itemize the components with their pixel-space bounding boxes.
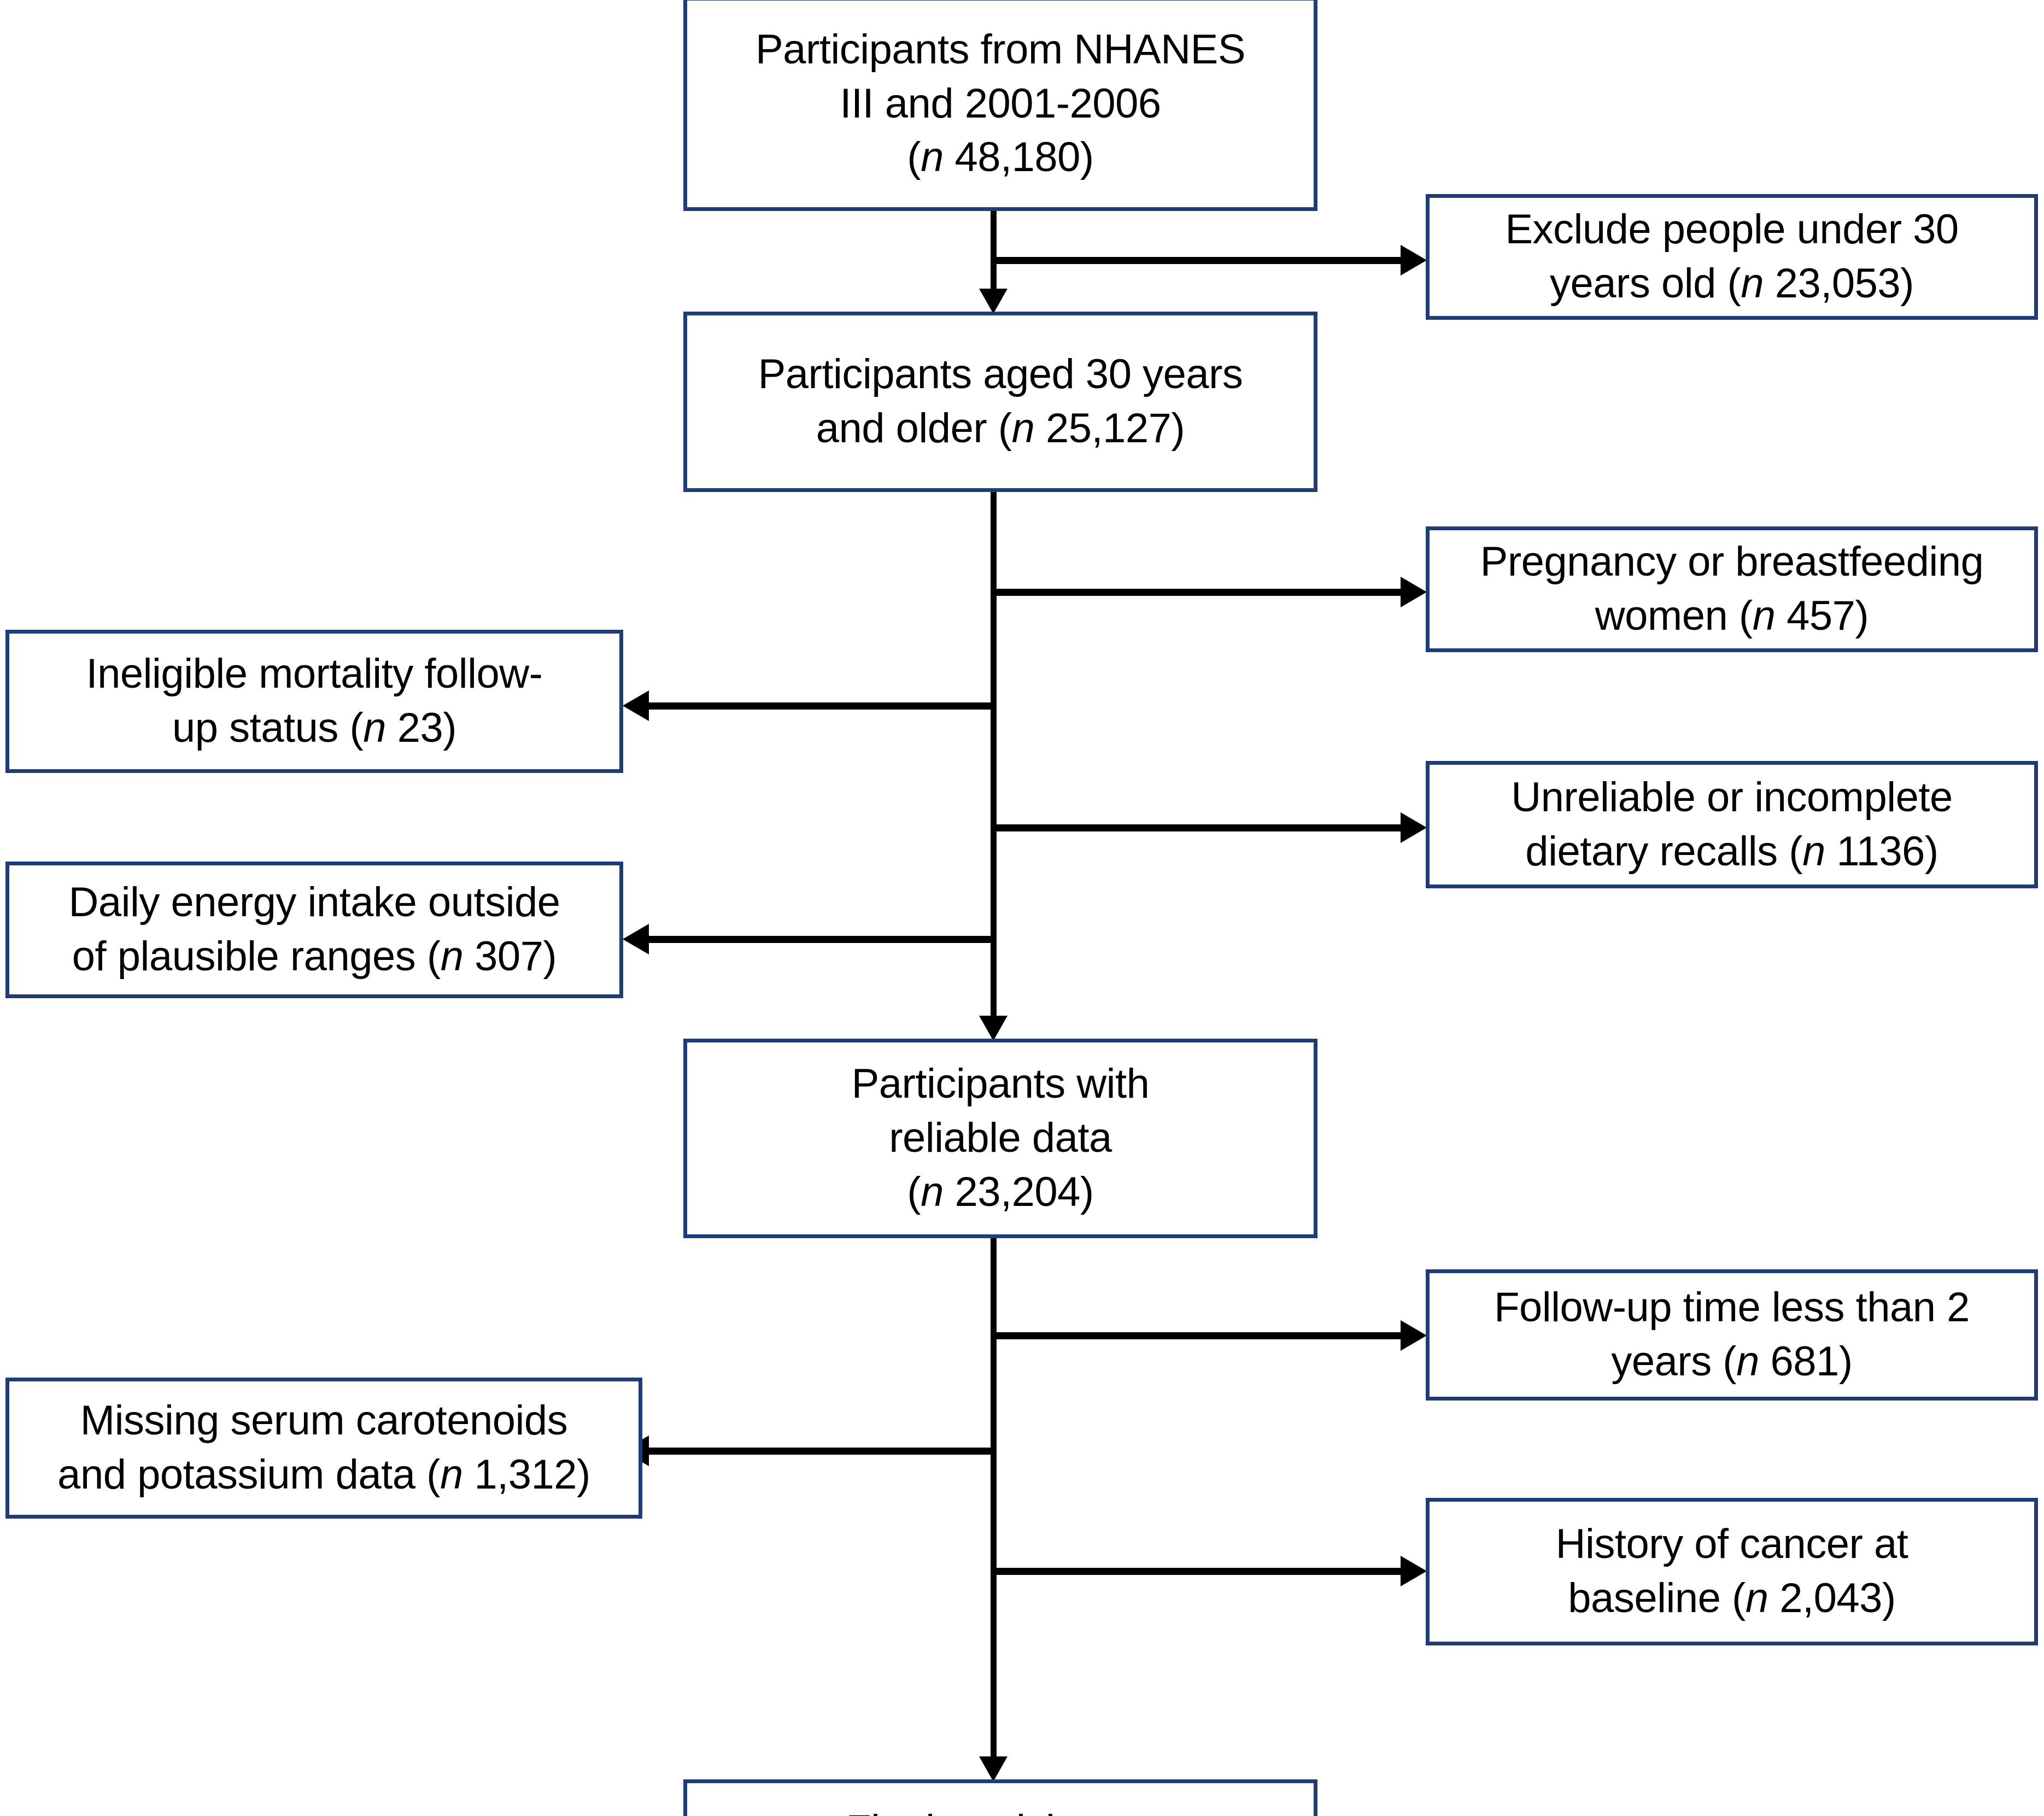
connector-branch-pregnancy (991, 589, 1406, 596)
connector-branch-energy (649, 936, 993, 943)
node-source-line1: Participants from NHANES (755, 26, 1246, 73)
node-pregnancy-line2: women (n 457) (1595, 593, 1869, 639)
arrowhead-down-to-final (979, 1756, 1008, 1782)
node-exclude-dietary-recalls[interactable]: Unreliable or incomplete dietary recalls… (1426, 761, 2038, 888)
connector-branch-mortality (649, 702, 993, 710)
connector-branch-under30 (991, 257, 1406, 264)
node-carotenoids-line2: and potassium data (n 1,312) (57, 1451, 590, 1498)
arrowhead-right-to-cancer (1401, 1556, 1427, 1586)
node-exclude-followup-under-2-years[interactable]: Follow-up time less than 2 years (n 681) (1426, 1269, 2038, 1401)
node-exclude-history-of-cancer[interactable]: History of cancer at baseline (n 2,043) (1426, 1498, 2038, 1645)
node-exclude-implausible-energy-intake[interactable]: Daily energy intake outside of plausible… (5, 862, 623, 998)
arrowhead-left-to-mortality (623, 690, 649, 721)
node-reliable-line2: reliable data (889, 1115, 1112, 1162)
arrowhead-right-to-pregnancy (1401, 577, 1427, 607)
node-pregnancy-line1: Pregnancy or breastfeeding (1480, 538, 1984, 585)
node-final-participants[interactable]: Final participants (n 19,168) (683, 1779, 1317, 1816)
connector-branch-dietary (991, 824, 1406, 831)
arrowhead-right-to-dietary (1401, 812, 1427, 843)
node-under30-line1: Exclude people under 30 (1505, 206, 1959, 253)
node-source-line3: (n 48,180) (907, 134, 1094, 181)
node-reliable-line3: (n 23,204) (907, 1168, 1094, 1215)
connector-trunk-aged30-to-reliable (991, 491, 997, 1032)
node-cancer-line2: baseline (n 2,043) (1568, 1575, 1896, 1621)
node-dietary-line1: Unreliable or incomplete (1511, 774, 1953, 821)
node-exclude-ineligible-mortality-followup[interactable]: Ineligible mortality follow- up status (… (5, 630, 623, 773)
node-under30-line2: years old (n 23,053) (1550, 260, 1914, 307)
arrowhead-down-to-reliable (979, 1016, 1008, 1041)
node-aged30-line2: and older (n 25,127) (816, 405, 1185, 452)
node-followup-line1: Follow-up time less than 2 (1494, 1284, 1970, 1331)
node-energy-line2: of plausible ranges (n 307) (72, 933, 557, 980)
node-exclude-pregnancy-breastfeeding[interactable]: Pregnancy or breastfeeding women (n 457) (1426, 526, 2038, 652)
node-cancer-line1: History of cancer at (1555, 1521, 1908, 1568)
node-source-population[interactable]: Participants from NHANES III and 2001-20… (683, 0, 1317, 211)
node-dietary-line2: dietary recalls (n 1136) (1525, 828, 1938, 875)
connector-branch-carotenoids (649, 1448, 993, 1455)
node-energy-line1: Daily energy intake outside (68, 879, 560, 926)
arrowhead-right-to-followup (1401, 1320, 1427, 1351)
node-mortality-line2: up status (n 23) (172, 705, 457, 751)
node-source-line2: III and 2001-2006 (840, 80, 1161, 127)
connector-branch-cancer (991, 1568, 1406, 1575)
arrowhead-left-to-energy (623, 924, 649, 954)
node-aged30-line1: Participants aged 30 years (758, 351, 1243, 398)
connector-branch-followup (991, 1332, 1406, 1339)
node-exclude-under-30[interactable]: Exclude people under 30 years old (n 23,… (1426, 194, 2038, 320)
connector-trunk-reliable-to-final (991, 1237, 997, 1773)
arrowhead-right-to-under30 (1401, 245, 1427, 276)
node-participants-reliable-data[interactable]: Participants with reliable data (n 23,20… (683, 1039, 1317, 1238)
arrowhead-down-to-aged30 (979, 289, 1008, 314)
node-carotenoids-line1: Missing serum carotenoids (80, 1397, 568, 1444)
node-followup-line2: years (n 681) (1611, 1338, 1853, 1385)
node-participants-aged-30[interactable]: Participants aged 30 years and older (n … (683, 312, 1317, 492)
node-exclude-missing-serum-carotenoids[interactable]: Missing serum carotenoids and potassium … (5, 1378, 642, 1519)
node-reliable-line1: Participants with (851, 1061, 1150, 1108)
node-final-line1: Final participants (700, 1803, 1301, 1816)
node-mortality-line1: Ineligible mortality follow- (86, 651, 543, 698)
